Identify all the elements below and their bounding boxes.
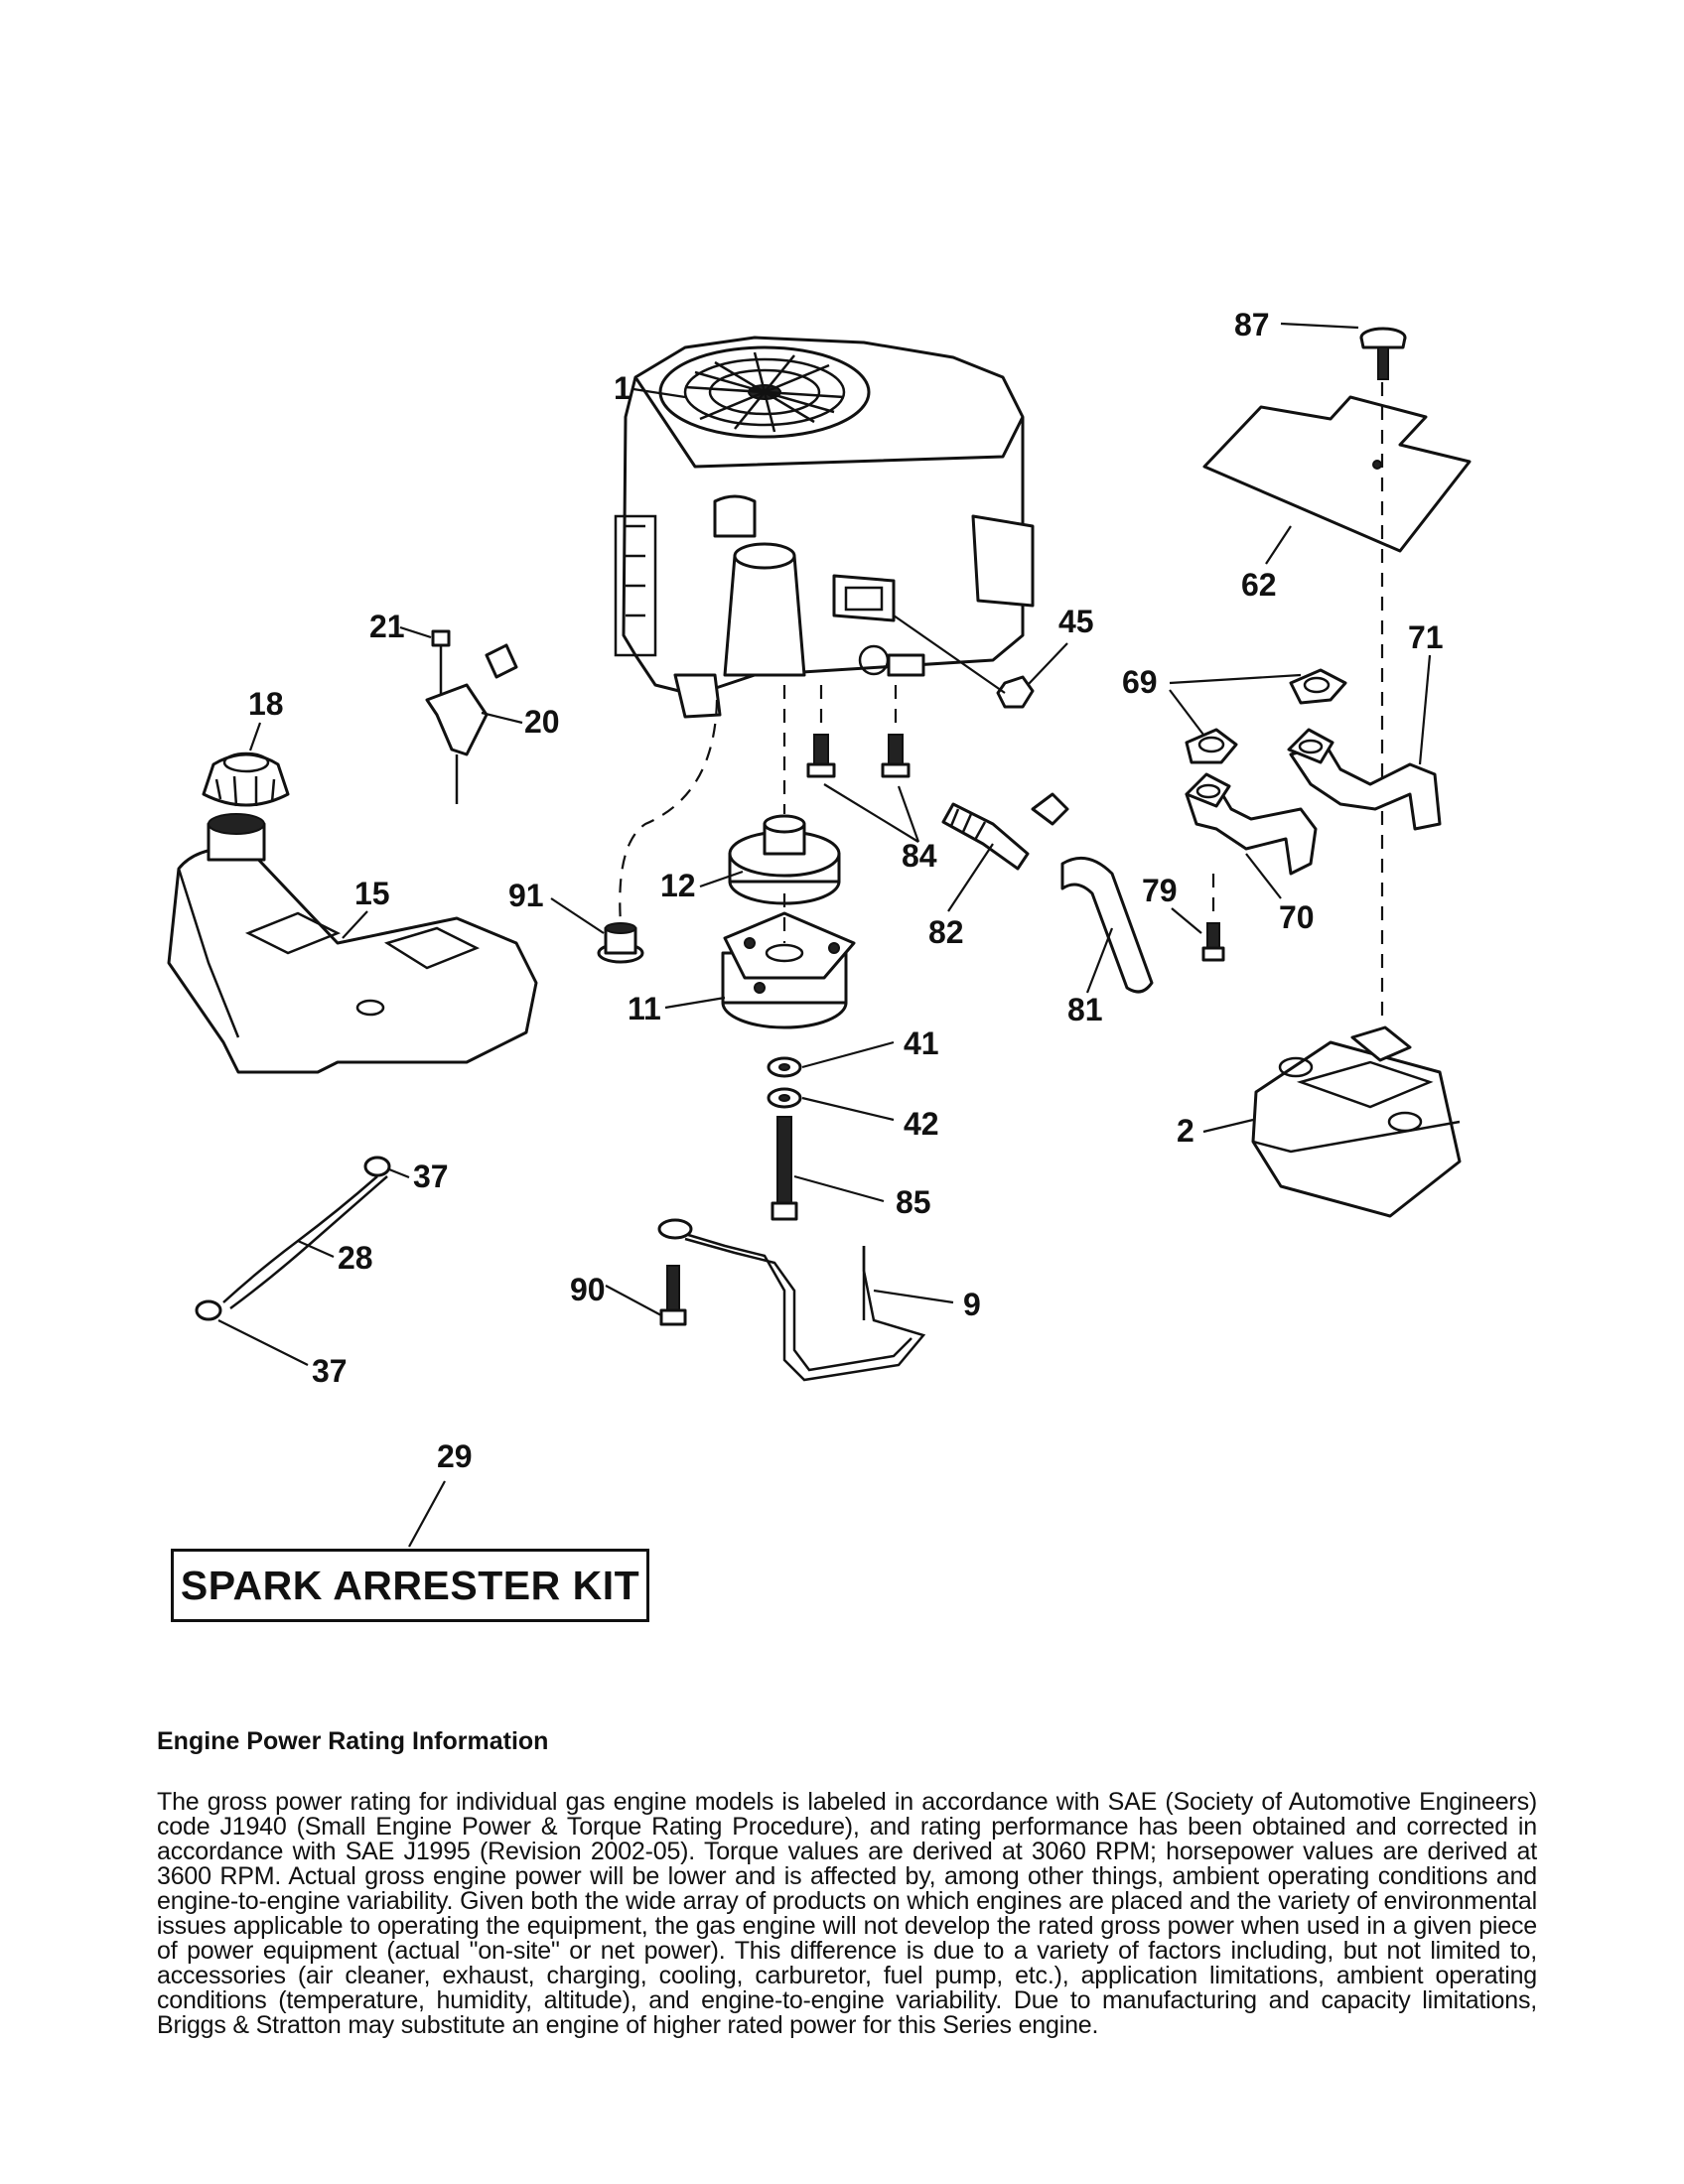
info-title: Engine Power Rating Information xyxy=(157,1727,549,1755)
gaskets-69 xyxy=(1185,668,1347,764)
engine-parts-diagram: 1 87 62 45 21 20 18 xyxy=(167,307,1472,1548)
callout-70: 70 xyxy=(1279,899,1315,935)
callout-90: 90 xyxy=(570,1272,606,1307)
callout-71: 71 xyxy=(1408,619,1444,655)
callout-45: 45 xyxy=(1058,604,1094,639)
callout-28: 28 xyxy=(338,1240,373,1276)
callout-85: 85 xyxy=(896,1184,931,1220)
clutch-11 xyxy=(721,911,856,1029)
knob-87 xyxy=(1359,327,1407,380)
callout-20: 20 xyxy=(524,704,560,740)
clamp-37-lower xyxy=(195,1299,222,1321)
callout-11: 11 xyxy=(628,991,661,1026)
callout-37-upper: 37 xyxy=(413,1159,449,1194)
bolts-84 xyxy=(806,734,911,778)
callout-29: 29 xyxy=(437,1438,473,1474)
engine xyxy=(614,336,1035,719)
heat-shield-62 xyxy=(1202,395,1472,553)
spark-arrester-kit-label: SPARK ARRESTER KIT xyxy=(171,1549,649,1622)
callout-84: 84 xyxy=(902,838,937,874)
callout-15: 15 xyxy=(354,876,390,911)
grommet-91 xyxy=(597,922,644,964)
bracket-20 xyxy=(425,629,518,804)
callout-1: 1 xyxy=(614,370,632,406)
fitting-82 xyxy=(941,792,1069,871)
callout-18: 18 xyxy=(248,686,284,722)
callout-69: 69 xyxy=(1122,664,1158,700)
callout-37-lower: 37 xyxy=(312,1353,348,1389)
info-body: The gross power rating for individual ga… xyxy=(157,1788,1537,2039)
callout-91: 91 xyxy=(508,878,544,913)
bolt-79 xyxy=(1201,922,1225,962)
hose-81 xyxy=(1060,856,1154,994)
callout-82: 82 xyxy=(928,914,964,950)
callout-87: 87 xyxy=(1234,307,1270,342)
callout-62: 62 xyxy=(1241,567,1277,603)
exhaust-pipe-70 xyxy=(1185,772,1318,876)
fuel-tank-15 xyxy=(167,813,538,1074)
muffler-2 xyxy=(1251,1025,1462,1218)
exhaust-pipe-71 xyxy=(1287,728,1442,831)
pulley-12 xyxy=(728,814,841,905)
clamp-37-upper xyxy=(363,1156,391,1177)
nut-45 xyxy=(996,675,1035,709)
callout-41: 41 xyxy=(904,1025,939,1061)
fuel-cap-18 xyxy=(202,751,290,807)
callout-79: 79 xyxy=(1142,873,1178,908)
bolt-90 xyxy=(659,1265,687,1326)
bolt-85 xyxy=(771,1116,798,1221)
callout-12: 12 xyxy=(660,868,696,903)
engine-power-rating-info: Engine Power Rating Information The gros… xyxy=(157,1727,1537,2038)
rod-9 xyxy=(674,1229,926,1382)
callout-81: 81 xyxy=(1067,992,1103,1027)
callout-9: 9 xyxy=(963,1287,981,1322)
callout-42: 42 xyxy=(904,1106,939,1142)
callout-21: 21 xyxy=(369,609,405,644)
callout-2: 2 xyxy=(1177,1113,1194,1149)
